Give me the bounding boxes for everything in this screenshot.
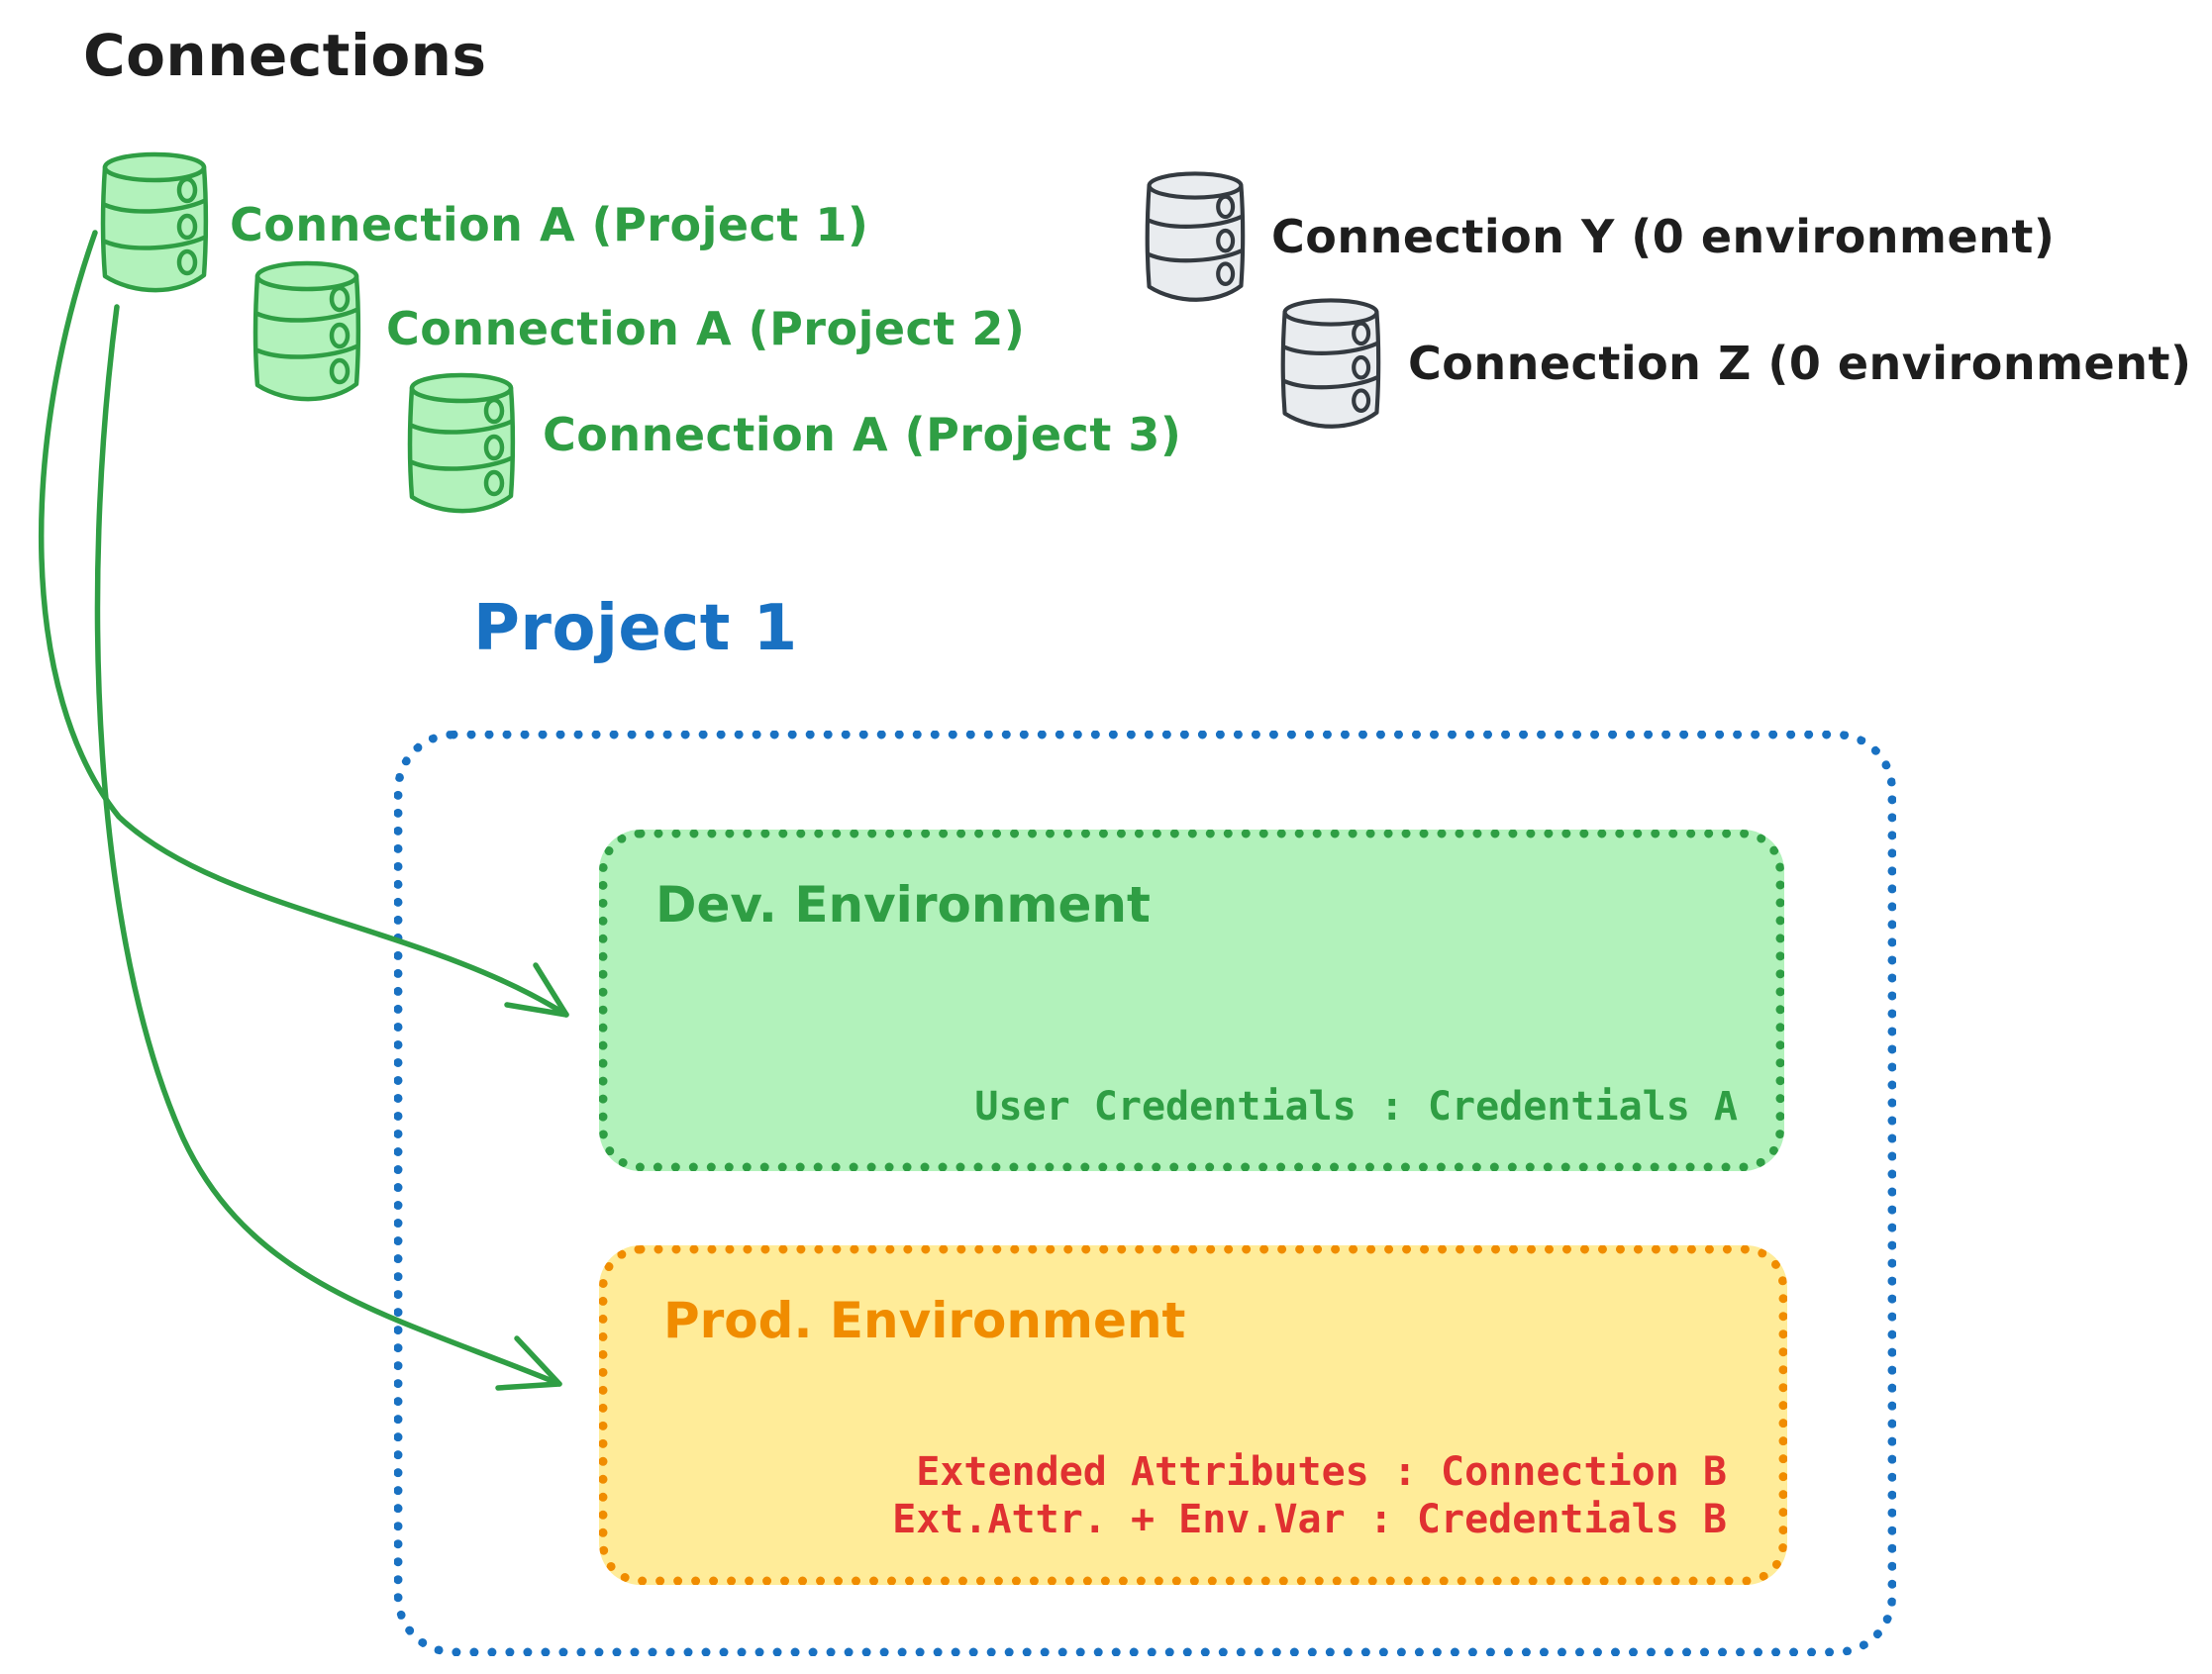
connection-label: Connection Z (0 environment) — [1408, 337, 2192, 390]
database-icon — [1282, 300, 1379, 427]
database-icon — [1147, 173, 1244, 300]
project-1-container: Dev. Environment User Credentials : Cred… — [394, 731, 1896, 1656]
prod-environment-title: Prod. Environment — [663, 1292, 1186, 1349]
database-icon — [103, 154, 206, 291]
connection-label: Connection A (Project 3) — [543, 408, 1182, 461]
prod-mappings: Extended Attributes : Connection B Ext.A… — [892, 1448, 1727, 1543]
connection-label: Connection A (Project 2) — [386, 302, 1026, 355]
database-icon — [410, 375, 513, 512]
dev-credentials-mapping: User Credentials : Credentials A — [974, 1084, 1738, 1130]
dev-environment-title: Dev. Environment — [655, 876, 1151, 934]
connection-label: Connection Y (0 environment) — [1271, 210, 2056, 263]
dev-environment-box: Dev. Environment User Credentials : Cred… — [599, 830, 1784, 1171]
database-icon — [255, 263, 358, 400]
project-title: Project 1 — [473, 592, 798, 665]
connection-label: Connection A (Project 1) — [230, 198, 869, 251]
prod-ext-attr-env-var-mapping: Ext.Attr. + Env.Var : Credentials B — [892, 1497, 1727, 1542]
page-title: Connections — [83, 22, 487, 89]
prod-extended-attributes-mapping: Extended Attributes : Connection B — [916, 1449, 1727, 1495]
prod-environment-box: Prod. Environment Extended Attributes : … — [599, 1245, 1787, 1585]
